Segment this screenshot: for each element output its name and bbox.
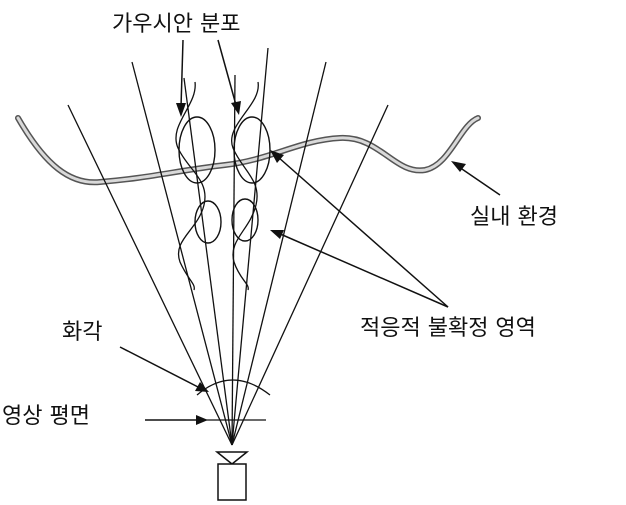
pointer-arrows	[119, 39, 501, 421]
arrow-gaussian-right	[217, 39, 237, 106]
fov-arc	[196, 379, 271, 396]
label-field-of-view: 화각	[62, 320, 103, 345]
camera-icon	[214, 451, 250, 501]
label-gaussian-distribution: 가우시안 분포	[112, 12, 241, 37]
view-rays	[67, 47, 389, 446]
arrow-fov	[119, 346, 201, 389]
arrow-heads	[176, 101, 466, 425]
arrow-indoor	[458, 166, 501, 196]
arrow-uncertainty-lower	[277, 232, 449, 308]
gaussian-curve-left	[175, 81, 206, 291]
arrow-gaussian-left	[180, 39, 184, 108]
arrow-uncertainty-upper	[277, 156, 449, 308]
uncertainty-ellipse-lower-left	[194, 200, 222, 244]
ray-6	[231, 61, 327, 446]
gaussian-curve-right	[230, 81, 259, 291]
ray-5	[231, 47, 269, 446]
gaussian-curves	[175, 81, 259, 291]
ray-7	[231, 104, 389, 446]
uncertainty-ellipse-lower-right	[231, 198, 259, 242]
label-image-plane: 영상 평면	[2, 404, 90, 429]
ray-1	[67, 104, 233, 446]
uncertainty-ellipse-upper-right	[233, 116, 271, 184]
uncertainty-ellipse-upper-left	[178, 116, 216, 184]
ray-2	[131, 61, 233, 446]
label-indoor-environment: 실내 환경	[470, 205, 558, 230]
ray-3	[183, 77, 233, 446]
label-adaptive-uncertainty-region: 적응적 불확정 영역	[360, 316, 536, 341]
